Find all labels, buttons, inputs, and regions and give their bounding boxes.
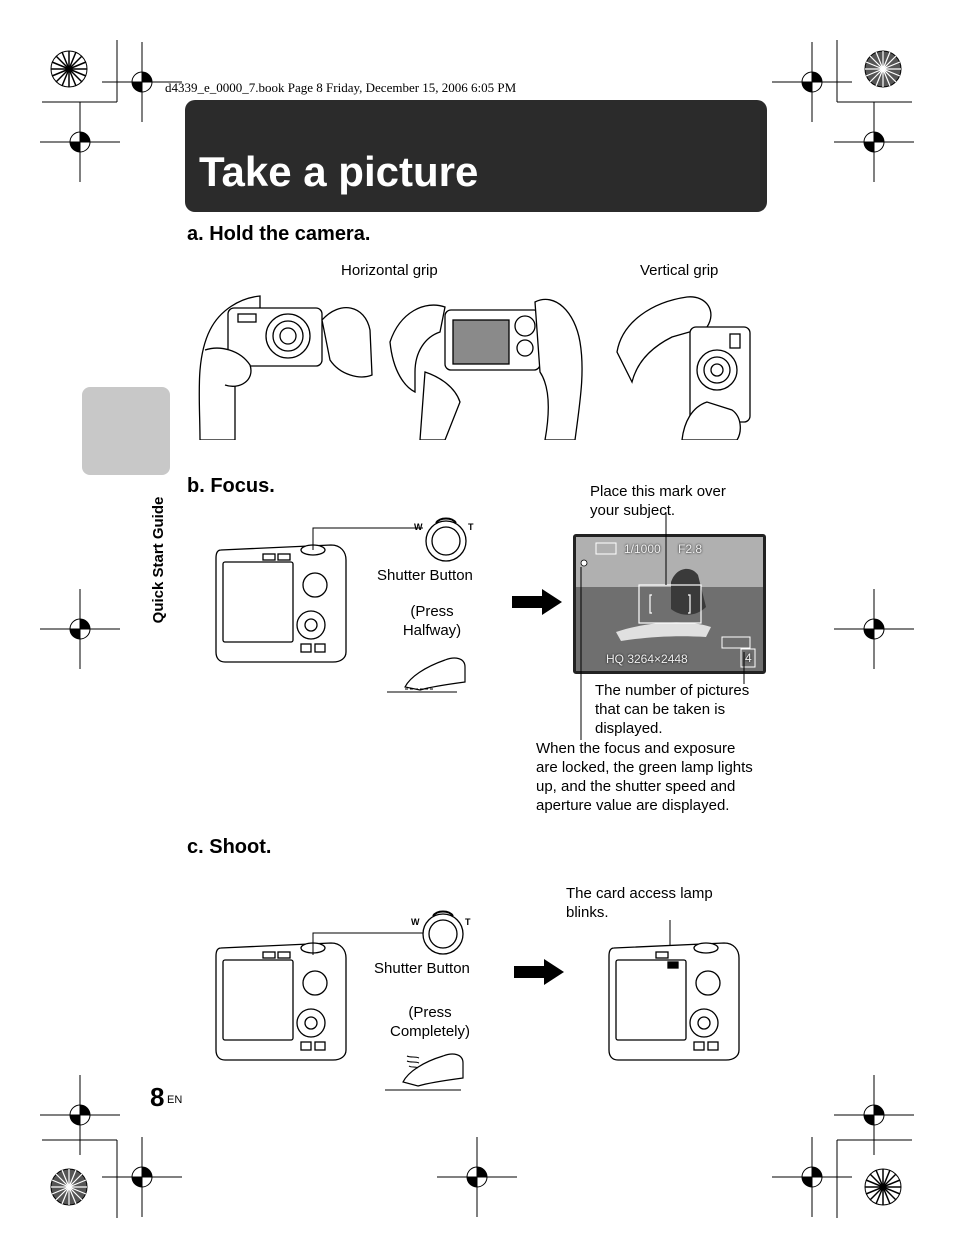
vertical-grip-label: Vertical grip [640, 262, 719, 279]
wide-label: W [411, 917, 420, 927]
press-completely-label: (Press Completely) [389, 1004, 471, 1040]
title-banner: Take a picture [185, 100, 767, 212]
pictures-callout: The number of pictures that can be taken… [595, 682, 750, 737]
shutter-button-label: Shutter Button [377, 567, 473, 584]
page-language: EN [167, 1094, 183, 1106]
lcd-resolution: HQ 3264×2448 [606, 652, 688, 666]
card-lamp-callout: The card access lamp blinks. [566, 885, 713, 921]
lcd-aperture: F2.8 [678, 542, 703, 556]
page-title: Take a picture [199, 148, 479, 195]
zoom-lever-shutter-icon [425, 517, 467, 562]
callout-line [312, 932, 423, 955]
registration-target-icon [864, 50, 902, 88]
section-b-heading: b. Focus. [187, 475, 275, 497]
lcd-scene [576, 537, 763, 671]
registration-target-icon [864, 1168, 902, 1206]
registration-target-icon [50, 50, 88, 88]
arrow-right-icon [512, 589, 562, 615]
side-tab-label: Quick Start Guide [150, 496, 167, 624]
press-halfway-label: (Press Halfway) [402, 603, 462, 639]
camera-back-illustration [215, 942, 347, 1061]
horizontal-grip-back-illustration [389, 298, 583, 440]
book-info-line: d4339_e_0000_7.book Page 8 Friday, Decem… [165, 80, 517, 95]
tele-label: T [465, 917, 471, 927]
lcd-shots-remaining: 4 [745, 651, 752, 665]
finger-press-illustration [385, 1053, 464, 1091]
shutter-button-label: Shutter Button [374, 960, 470, 977]
camera-back-illustration [608, 942, 740, 1061]
lcd-screen: 1/1000 F2.8 HQ 3264×2448 4 [573, 534, 766, 674]
wide-label: W [414, 522, 423, 532]
camera-back-illustration [215, 540, 347, 663]
lcd-shutter-speed: 1/1000 [624, 542, 661, 556]
tele-label: T [468, 522, 474, 532]
mark-callout: Place this mark over your subject. [590, 483, 726, 519]
horizontal-grip-label: Horizontal grip [341, 262, 438, 279]
vertical-grip-illustration [616, 296, 751, 440]
focus-lock-callout: When the focus and exposure are locked, … [536, 740, 753, 814]
horizontal-grip-front-illustration [198, 295, 373, 440]
registration-target-icon [50, 1168, 88, 1206]
page-number: 8 [150, 1082, 165, 1112]
zoom-lever-shutter-icon [422, 910, 464, 955]
side-tab [82, 387, 170, 475]
arrow-right-icon [514, 959, 564, 985]
callout-line [312, 527, 423, 550]
callout-lines [580, 512, 745, 740]
finger-press-illustration [387, 657, 466, 693]
section-c-heading: c. Shoot. [187, 836, 272, 858]
section-a-heading: a. Hold the camera. [187, 223, 371, 245]
